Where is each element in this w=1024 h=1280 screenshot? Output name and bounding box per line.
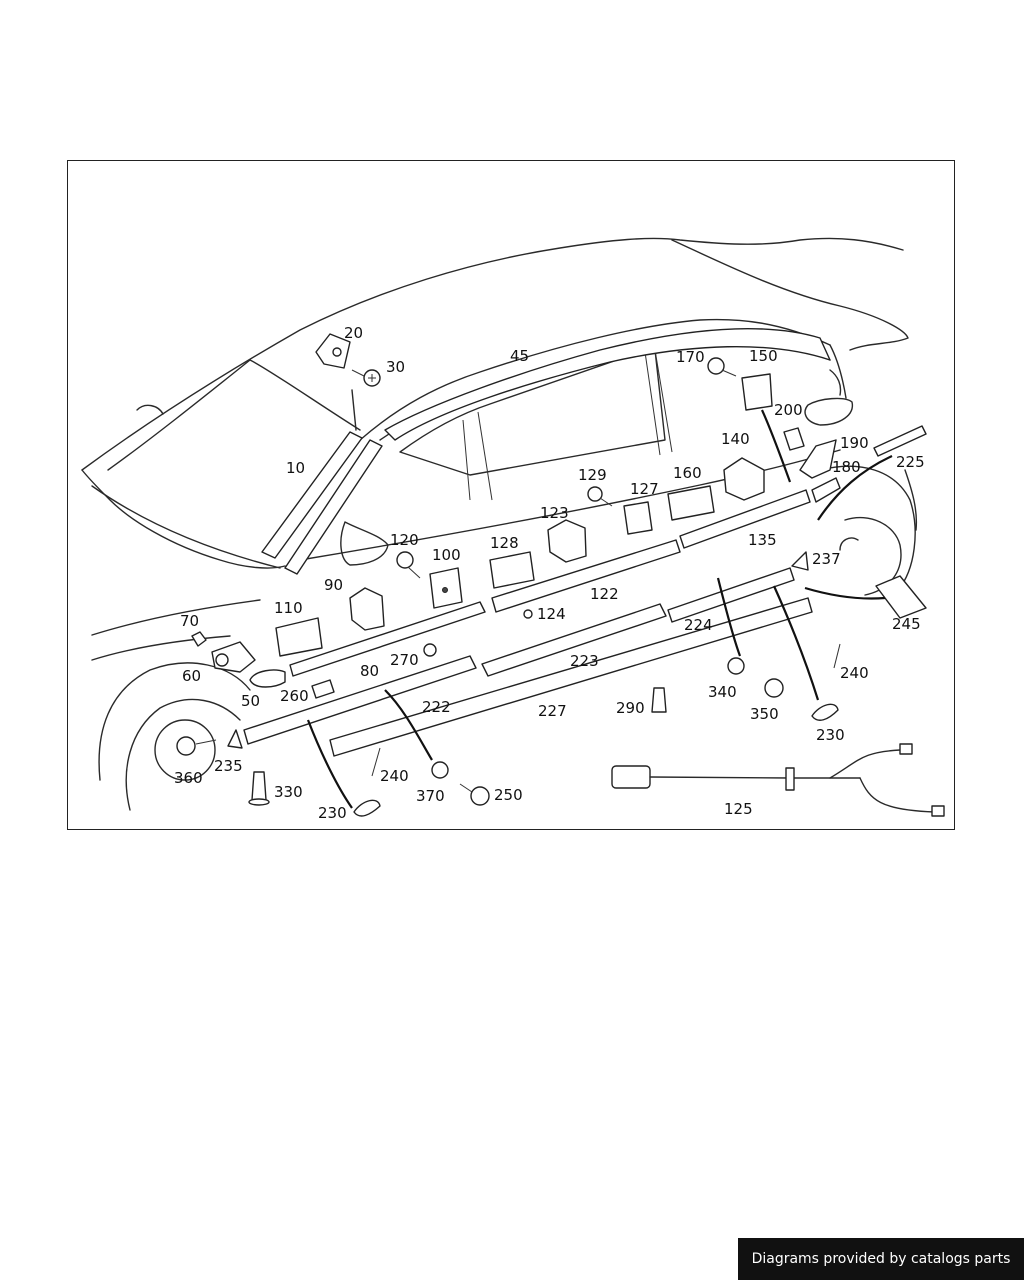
callout-222: 222 <box>422 698 451 716</box>
callout-240-front: 240 <box>380 767 409 785</box>
callout-227: 227 <box>538 702 567 720</box>
callout-230-rear: 230 <box>816 726 845 744</box>
callout-240-rear: 240 <box>840 664 869 682</box>
callout-225: 225 <box>896 453 925 471</box>
callout-250: 250 <box>494 786 523 804</box>
callout-labels: 10 20 30 45 50 60 70 80 90 100 110 120 1… <box>174 324 925 822</box>
callout-150: 150 <box>749 347 778 365</box>
callout-180: 180 <box>832 458 861 476</box>
callout-124: 124 <box>537 605 566 623</box>
callout-190: 190 <box>840 434 869 452</box>
footer-credit-banner: Diagrams provided by catalogs parts <box>738 1238 1024 1280</box>
part-shapes <box>176 327 945 817</box>
leader-arrows <box>306 409 893 809</box>
callout-30: 30 <box>386 358 405 376</box>
callout-70: 70 <box>180 612 199 630</box>
callout-360: 360 <box>174 769 203 787</box>
callout-45: 45 <box>510 347 529 365</box>
callout-122: 122 <box>590 585 619 603</box>
callout-200: 200 <box>774 401 803 419</box>
callout-100: 100 <box>432 546 461 564</box>
callout-20: 20 <box>344 324 363 342</box>
callout-128: 128 <box>490 534 519 552</box>
callout-110: 110 <box>274 599 303 617</box>
callout-135: 135 <box>748 531 777 549</box>
callout-224: 224 <box>684 616 713 634</box>
callout-270: 270 <box>390 651 419 669</box>
callout-123: 123 <box>540 504 569 522</box>
callout-330: 330 <box>274 783 303 801</box>
callout-340: 340 <box>708 683 737 701</box>
callout-260: 260 <box>280 687 309 705</box>
callout-370: 370 <box>416 787 445 805</box>
callout-90: 90 <box>324 576 343 594</box>
footer-credit-text: Diagrams provided by catalogs parts <box>751 1251 1011 1267</box>
callout-170: 170 <box>676 348 705 366</box>
callout-127: 127 <box>630 480 659 498</box>
callout-350: 350 <box>750 705 779 723</box>
callout-125: 125 <box>724 800 753 818</box>
callout-245: 245 <box>892 615 921 633</box>
callout-223: 223 <box>570 652 599 670</box>
car-body-outline <box>81 237 918 811</box>
callout-290: 290 <box>616 699 645 717</box>
callout-140: 140 <box>721 430 750 448</box>
callout-10: 10 <box>286 459 305 477</box>
callout-129: 129 <box>578 466 607 484</box>
diagram-frame <box>67 160 955 830</box>
callout-235: 235 <box>214 757 243 775</box>
callout-120: 120 <box>390 531 419 549</box>
callout-80: 80 <box>360 662 379 680</box>
callout-160: 160 <box>673 464 702 482</box>
callout-60: 60 <box>182 667 201 685</box>
callout-50: 50 <box>241 692 260 710</box>
callout-230-front: 230 <box>318 804 347 822</box>
callout-237: 237 <box>812 550 841 568</box>
